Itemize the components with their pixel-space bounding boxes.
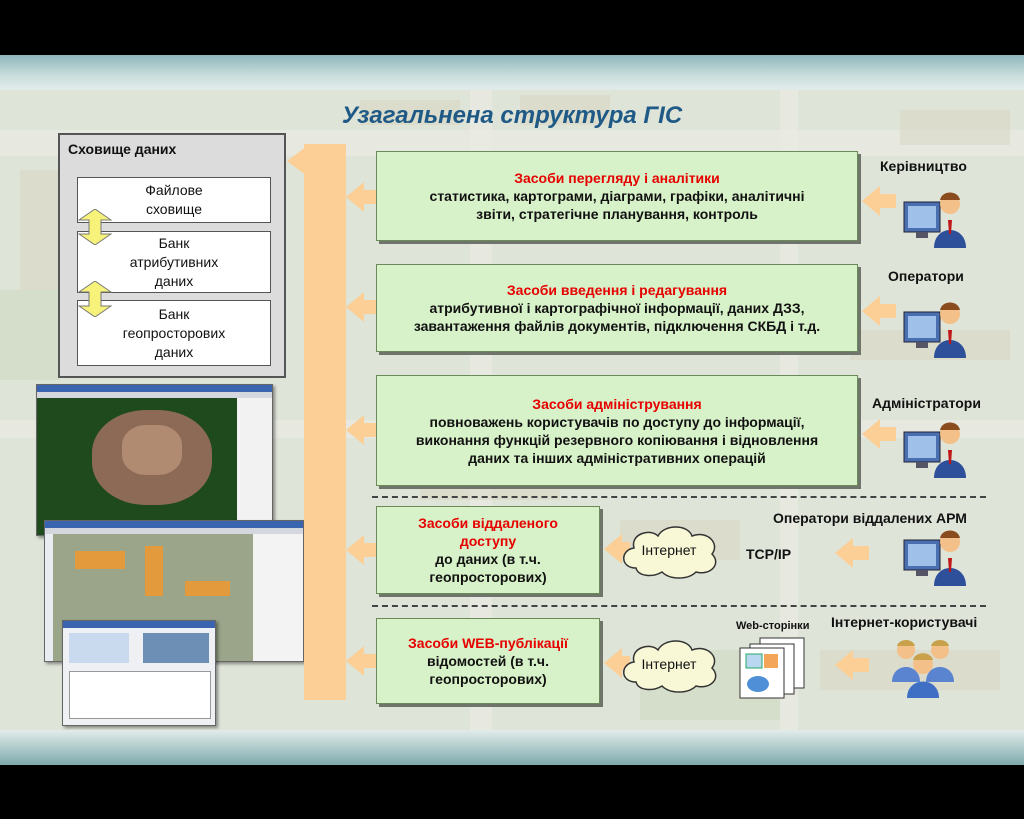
- tool-description: атрибутивної і картографічної інформації…: [413, 300, 821, 334]
- gis-screenshot-map: [36, 384, 273, 536]
- cloud-icon: [623, 640, 717, 693]
- role-label-internet-users: Інтернет-користувачі: [831, 614, 978, 630]
- tool-description: повноважень користувачів по доступу до і…: [415, 413, 819, 466]
- attribute-data-bank-box: Банк атрибутивних даних: [77, 231, 271, 293]
- protocol-label: TCP/IP: [746, 546, 792, 562]
- tool-heading: Засоби адміністрування: [532, 395, 702, 412]
- user-arrow: [862, 419, 896, 449]
- user-arrow: [835, 538, 869, 568]
- internet-label: Інтернет: [641, 542, 697, 558]
- user-arrow: [835, 650, 869, 680]
- data-flow-pipe: [304, 172, 346, 700]
- web-pages-icon: [739, 637, 805, 699]
- internet-cloud: Інтернет: [616, 520, 722, 580]
- separator-line: [372, 605, 986, 607]
- tool-heading: Засоби введення і редагування: [506, 282, 728, 298]
- sync-arrow-icon: [78, 281, 112, 317]
- connector-arrow: [604, 534, 630, 564]
- tool-description: статистика, картограми, діаграми, графік…: [429, 188, 805, 222]
- storage-title: Сховище даних: [68, 141, 177, 157]
- data-flow-arrow: [287, 146, 307, 176]
- tool-heading: Засоби перегляду і аналітики: [514, 170, 720, 186]
- user-workstation-icon: [903, 422, 966, 478]
- geospatial-data-bank-box: Банк геопросторових даних: [77, 300, 271, 366]
- input-editing-box: Засоби введення і редагування атрибутивн…: [376, 264, 858, 352]
- connector-arrow: [604, 648, 630, 678]
- cloud-icon: [623, 526, 717, 579]
- connector-arrow: [346, 292, 376, 322]
- internet-label: Інтернет: [641, 656, 697, 672]
- web-publication-box: Засоби WEB-публікації відомостей (в т.ч.…: [376, 618, 600, 704]
- user-workstation-icon: [903, 192, 966, 248]
- connector-arrow: [346, 182, 376, 212]
- role-label-remote-operators: Оператори віддалених АРМ: [773, 510, 967, 526]
- user-workstation-icon: [903, 302, 966, 358]
- remote-access-box: Засоби віддаленого доступу до даних (в т…: [376, 506, 600, 594]
- tool-description: відомостей (в т.ч. геопросторових): [427, 653, 549, 687]
- data-storage-panel: Сховище даних Файлове сховище Банк атриб…: [58, 133, 286, 378]
- sync-arrow-icon: [78, 209, 112, 245]
- view-analytics-box: Засоби перегляду і аналітики статистика,…: [376, 151, 858, 241]
- internet-cloud: Інтернет: [616, 634, 722, 694]
- top-letterbox: [0, 0, 1024, 55]
- footer-band: [0, 730, 1024, 765]
- user-arrow: [862, 186, 896, 216]
- administration-box: Засоби адміністрування повноважень корис…: [376, 375, 858, 486]
- user-workstation-icon: [903, 530, 966, 586]
- user-group-icon: [892, 640, 954, 698]
- file-storage-box: Файлове сховище: [77, 177, 271, 223]
- tool-heading: Засоби WEB-публікації: [408, 635, 568, 651]
- web-pages-label: Web-сторінки: [736, 620, 810, 632]
- tool-heading: Засоби віддаленого доступу: [418, 515, 558, 549]
- role-label-administrators: Адміністратори: [872, 395, 981, 411]
- tool-description: до даних (в т.ч. геопросторових): [429, 551, 547, 585]
- user-arrow: [862, 296, 896, 326]
- page-title: Узагальнена структура ГІС: [341, 102, 683, 129]
- connector-arrow: [346, 415, 376, 445]
- bottom-letterbox: [0, 765, 1024, 819]
- separator-line: [372, 496, 986, 498]
- data-flow-pipe: [304, 144, 346, 176]
- gis-screenshot-form: [62, 620, 216, 726]
- role-label-management: Керівництво: [880, 158, 967, 174]
- connector-arrow: [346, 646, 376, 676]
- connector-arrow: [346, 535, 376, 565]
- header-band: [0, 55, 1024, 90]
- role-label-operators: Оператори: [888, 268, 964, 284]
